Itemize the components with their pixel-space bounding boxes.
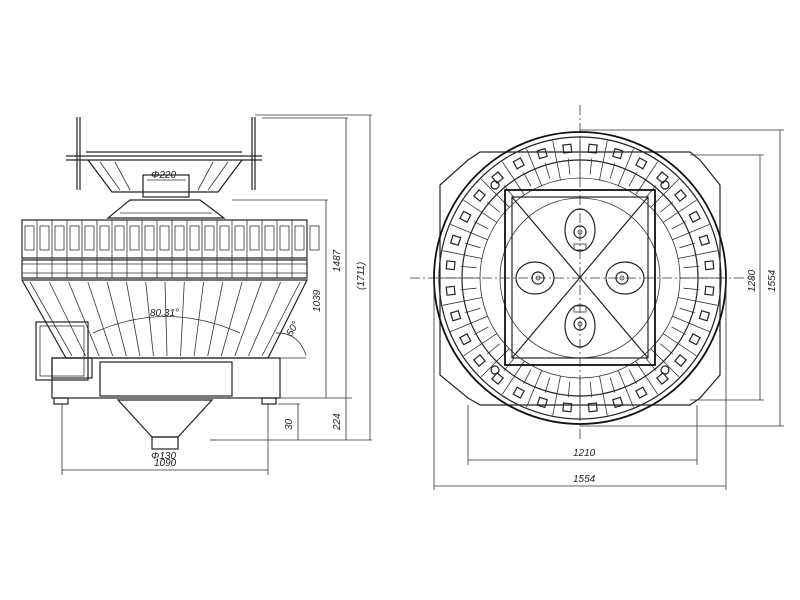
total-height-label: (1711) [356,262,367,290]
vibrator-left [515,261,555,295]
base-height-label: 224 [332,413,343,431]
top-view: 1210 1554 1554 1280 [410,105,784,490]
side-body-lines [29,281,301,357]
outlet-diameter-label: Φ130 [151,451,176,462]
outer-width-label: 1554 [573,474,596,485]
vibrator-right [605,261,645,295]
top-diameter-label: Φ220 [151,170,176,181]
vibrator-bottom [564,304,596,348]
angle-label: 80.31° [150,308,179,319]
upper-height-label: 1487 [332,249,343,272]
foot-height-label: 30 [284,418,295,430]
base-width-label: 1090 [154,458,177,469]
side-hopper-lines [21,220,320,278]
inner-height-label: 1280 [747,269,758,292]
outer-height-label: 1554 [767,269,778,292]
vibrator-top [564,208,596,252]
inner-width-label: 1210 [573,448,596,459]
cone-angle-label: 50° [285,320,302,339]
side-view: Φ220 80.31° 50° Φ130 [20,114,372,475]
body-height-label: 1039 [312,289,323,312]
